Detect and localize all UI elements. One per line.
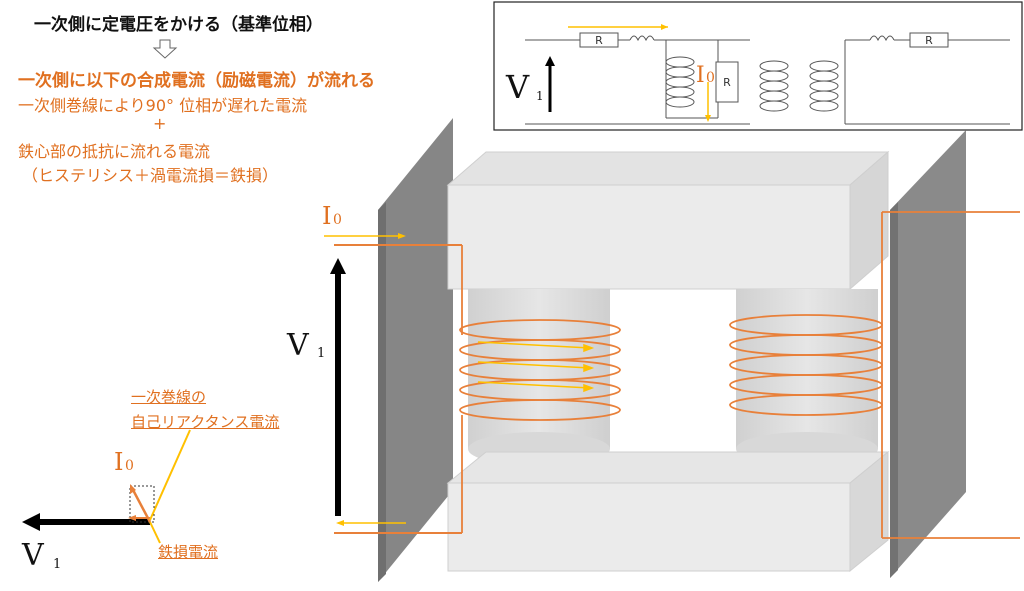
primary-winding bbox=[759, 60, 789, 112]
right-terminal-panel bbox=[890, 130, 966, 578]
phasor-v1-sub: 1 bbox=[53, 557, 61, 572]
transformer-i0-label: I bbox=[322, 202, 331, 230]
primary-coil bbox=[459, 245, 621, 533]
iron-loss-label: 鉄損電流 bbox=[158, 543, 219, 561]
secondary-coil bbox=[729, 211, 1020, 539]
plus-sign: + bbox=[153, 114, 167, 133]
core-loss-current-text: 鉄心部の抵抗に流れる電流 bbox=[18, 142, 211, 161]
i0-phasor bbox=[130, 487, 152, 523]
phasor-i0-sub: 0 bbox=[125, 458, 134, 474]
down-arrow-icon bbox=[152, 39, 178, 59]
left-terminal-panel bbox=[378, 118, 453, 582]
circuit-v1-label: V bbox=[505, 68, 530, 106]
circuit-i0-sub: 0 bbox=[706, 70, 715, 86]
circuit-i0-label: I bbox=[696, 63, 705, 88]
phasor-diagram: I 0 V 1 bbox=[21, 429, 191, 573]
core-loss-resistor bbox=[715, 61, 739, 103]
reactance-pointer bbox=[149, 429, 191, 521]
core-bottom-yoke bbox=[446, 450, 890, 573]
resistor-label: R bbox=[595, 34, 603, 47]
self-reactance-label-line1: 一次巻線の bbox=[131, 388, 207, 406]
transformer-v1-sub: 1 bbox=[317, 346, 325, 361]
excitation-heading: 一次側に以下の合成電流（励磁電流）が流れる bbox=[18, 71, 375, 91]
primary-current-arrows bbox=[477, 341, 595, 393]
core-loss-detail-text: （ヒステリシス＋渦電流損＝鉄損） bbox=[22, 166, 279, 185]
transformer-v1-label: V bbox=[286, 328, 310, 363]
reactive-current-text: 一次側巻線により90° 位相が遅れた電流 bbox=[18, 96, 308, 115]
phasor-v1-label: V bbox=[21, 538, 45, 573]
phasor-i0-label: I bbox=[114, 448, 123, 476]
condition-title: 一次側に定電圧をかける（基準位相） bbox=[34, 15, 323, 35]
secondary-resistor-label: R bbox=[925, 34, 933, 47]
self-reactance-label-line2: 自己リアクタンス電流 bbox=[131, 413, 280, 431]
primary-leads bbox=[334, 244, 462, 534]
leakage-inductor bbox=[629, 35, 655, 42]
circuit-v1-sub: 1 bbox=[536, 89, 544, 103]
core-top-yoke bbox=[446, 150, 890, 291]
transformer-i0-sub: 0 bbox=[333, 212, 342, 228]
equivalent-circuit: R R R bbox=[493, 1, 1023, 131]
secondary-winding bbox=[809, 60, 839, 112]
core-resistor-label: R bbox=[723, 76, 731, 89]
iron-loss-pointer bbox=[149, 521, 161, 544]
magnetizing-inductor bbox=[665, 56, 695, 108]
